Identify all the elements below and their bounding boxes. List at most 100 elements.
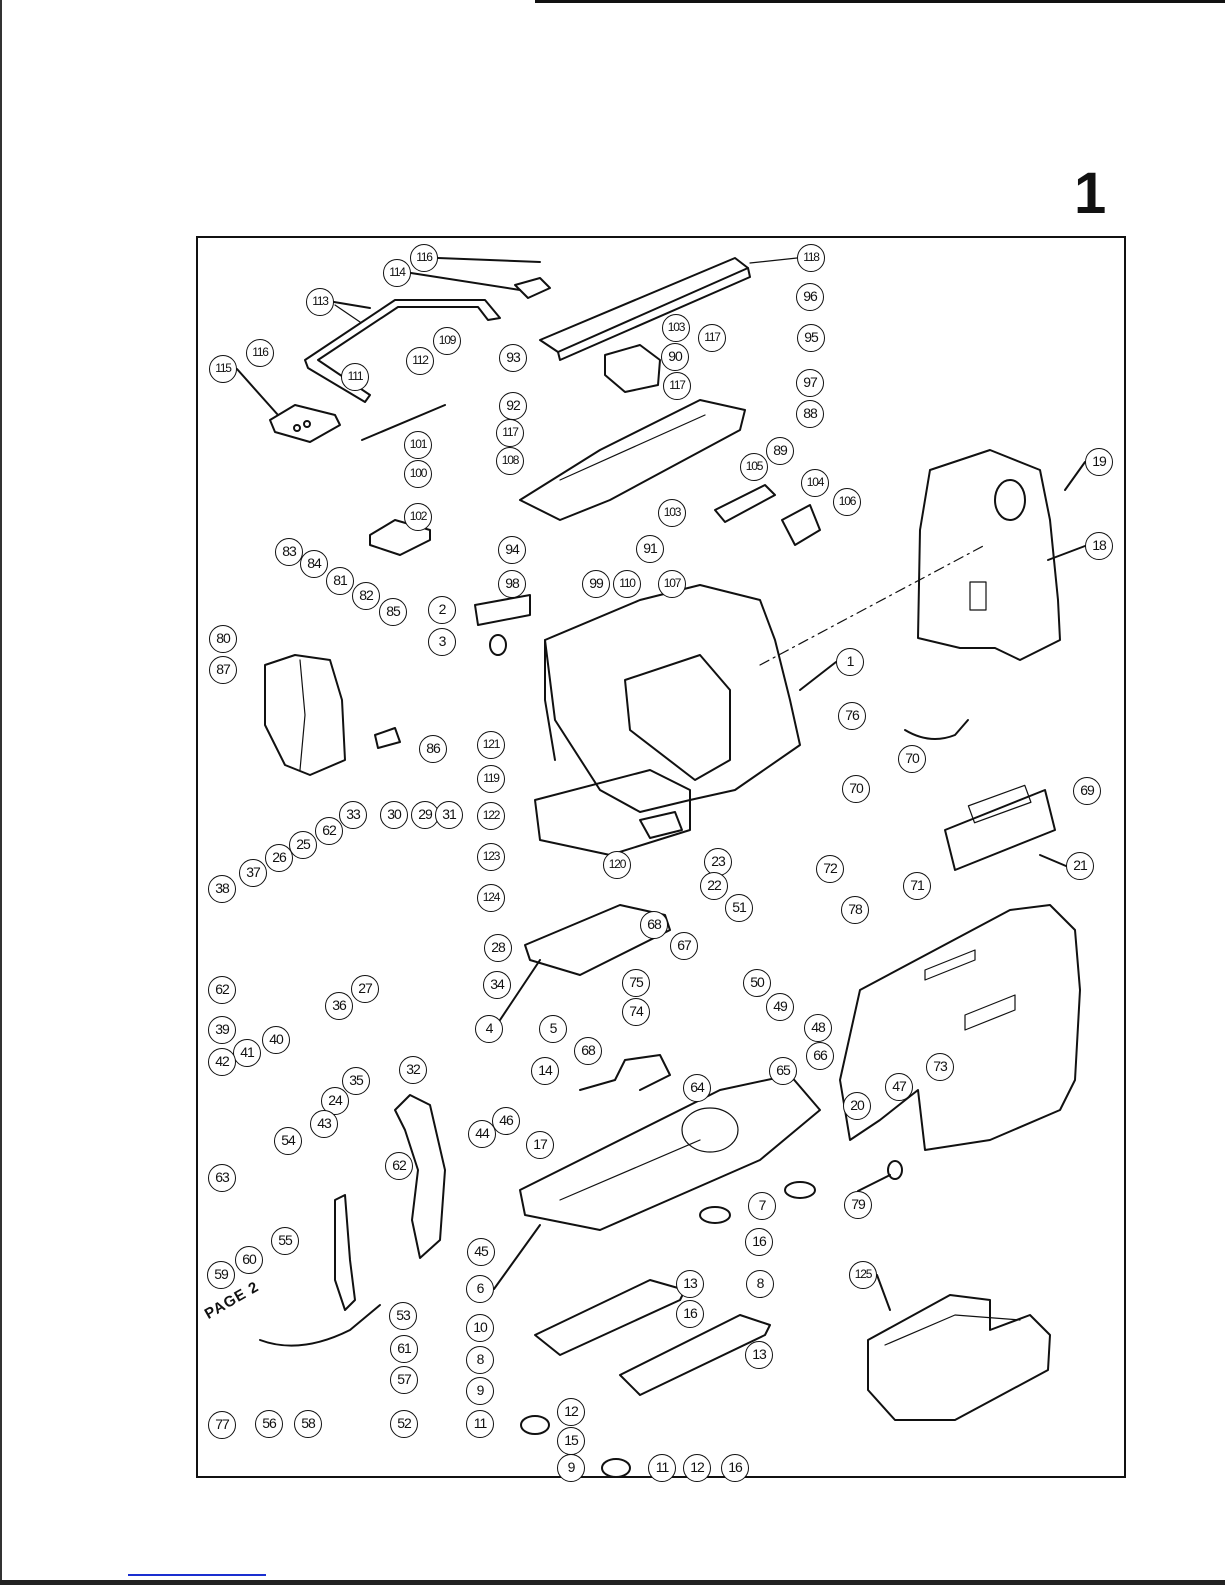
part-7-foot — [699, 1206, 731, 1224]
callout-part-1: 1 — [836, 648, 864, 676]
callout-part-113: 113 — [306, 288, 334, 316]
callout-part-107: 107 — [658, 570, 686, 598]
part-20-front-cover — [839, 904, 1081, 1151]
part-76-cable — [904, 719, 969, 740]
callout-part-120: 120 — [603, 851, 631, 879]
part-111-shaft — [361, 404, 446, 441]
callout-part-109: 109 — [433, 327, 461, 355]
callout-part-70: 70 — [898, 745, 926, 773]
callout-part-67: 67 — [670, 932, 698, 960]
callout-part-16: 16 — [721, 1454, 749, 1482]
callout-part-15: 15 — [557, 1427, 585, 1455]
callout-part-83: 83 — [275, 538, 303, 566]
callout-part-75: 75 — [622, 969, 650, 997]
callout-part-22: 22 — [700, 872, 728, 900]
bottom-link-underline[interactable] — [128, 1574, 266, 1576]
callout-part-95: 95 — [797, 324, 825, 352]
callout-part-32: 32 — [399, 1056, 427, 1084]
callout-part-90: 90 — [661, 343, 689, 371]
callout-part-119: 119 — [477, 765, 505, 793]
callout-part-80: 80 — [209, 625, 237, 653]
callout-part-19: 19 — [1085, 448, 1113, 476]
callout-part-121: 121 — [477, 731, 505, 759]
callout-part-56: 56 — [255, 1410, 283, 1438]
callout-part-77: 77 — [208, 1411, 236, 1439]
callout-part-82: 82 — [352, 582, 380, 610]
callout-part-97: 97 — [796, 369, 824, 397]
callout-part-37: 37 — [239, 859, 267, 887]
callout-part-16: 16 — [745, 1228, 773, 1256]
callout-part-52: 52 — [390, 1410, 418, 1438]
callout-part-100: 100 — [404, 460, 432, 488]
callout-part-25: 25 — [289, 831, 317, 859]
callout-part-105: 105 — [740, 453, 768, 481]
callout-part-96: 96 — [796, 283, 824, 311]
part-69-panel — [944, 784, 1056, 871]
part-56-wire — [259, 1304, 381, 1347]
callout-part-61: 61 — [390, 1335, 418, 1363]
part-11-foot-b — [601, 1458, 631, 1478]
callout-part-98: 98 — [498, 570, 526, 598]
callout-part-66: 66 — [806, 1042, 834, 1070]
callout-part-24: 24 — [321, 1087, 349, 1115]
part-118-top-cover — [539, 257, 798, 361]
callout-part-54: 54 — [274, 1127, 302, 1155]
callout-part-62: 62 — [385, 1152, 413, 1180]
callout-part-63: 63 — [208, 1164, 236, 1192]
callout-part-106: 106 — [833, 488, 861, 516]
callout-part-8: 8 — [746, 1270, 774, 1298]
callout-part-10: 10 — [466, 1314, 494, 1342]
callout-part-34: 34 — [483, 971, 511, 999]
part-14-harness — [579, 1054, 671, 1091]
part-120 — [639, 811, 683, 839]
callout-part-12: 12 — [557, 1398, 585, 1426]
callout-part-48: 48 — [804, 1014, 832, 1042]
callout-part-114: 114 — [383, 259, 411, 287]
callout-part-16: 16 — [676, 1300, 704, 1328]
callout-part-122: 122 — [477, 802, 505, 830]
callout-part-26: 26 — [265, 844, 293, 872]
part-88-needle-frame — [519, 399, 746, 521]
callout-part-20: 20 — [843, 1092, 871, 1120]
callout-part-89: 89 — [766, 437, 794, 465]
callout-part-115: 115 — [209, 355, 237, 383]
callout-part-62: 62 — [208, 976, 236, 1004]
callout-part-7: 7 — [748, 1192, 776, 1220]
callout-part-73: 73 — [926, 1053, 954, 1081]
callout-part-58: 58 — [294, 1410, 322, 1438]
callout-part-123: 123 — [477, 843, 505, 871]
callout-part-71: 71 — [903, 872, 931, 900]
callout-part-125: 125 — [849, 1261, 877, 1289]
callout-part-50: 50 — [743, 969, 771, 997]
callout-part-116: 116 — [410, 244, 438, 272]
callout-part-68: 68 — [640, 911, 668, 939]
page-bottom-bar — [0, 1580, 1225, 1585]
callout-part-76: 76 — [838, 702, 866, 730]
callout-part-42: 42 — [208, 1048, 236, 1076]
callout-part-39: 39 — [208, 1016, 236, 1044]
part-8-rail-b — [619, 1314, 771, 1396]
callout-part-99: 99 — [582, 570, 610, 598]
part-100-plate — [369, 519, 431, 556]
callout-part-88: 88 — [796, 400, 824, 428]
callout-part-9: 9 — [557, 1454, 585, 1482]
page-top-rule — [535, 0, 1225, 3]
callout-part-87: 87 — [209, 656, 237, 684]
callout-part-3: 3 — [428, 628, 456, 656]
part-18-rear-cover — [917, 449, 1061, 661]
callout-part-72: 72 — [816, 855, 844, 883]
callout-part-59: 59 — [207, 1261, 235, 1289]
callout-part-112: 112 — [406, 347, 434, 375]
callout-part-64: 64 — [683, 1074, 711, 1102]
callout-part-81: 81 — [326, 567, 354, 595]
part-125-case — [867, 1294, 1051, 1421]
guide-line — [759, 544, 986, 666]
callout-part-30: 30 — [380, 801, 408, 829]
callout-part-13: 13 — [676, 1270, 704, 1298]
leader-lines — [236, 257, 1086, 1311]
callout-part-9: 9 — [466, 1377, 494, 1405]
part-6-base — [519, 1074, 821, 1231]
part-55-lever — [334, 1194, 356, 1311]
callout-part-84: 84 — [300, 550, 328, 578]
part-11-foot-a — [520, 1415, 550, 1435]
